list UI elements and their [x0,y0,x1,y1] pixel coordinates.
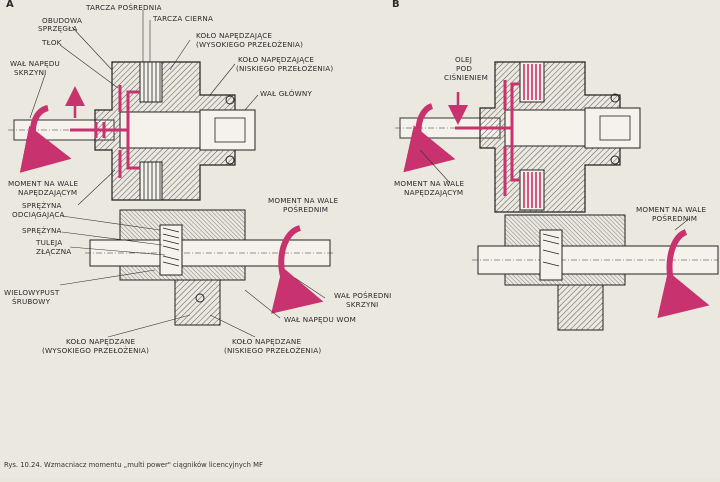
torque-arrow-input-b [403,103,456,173]
label-olej-3: CIŚNIENIEM [444,73,488,82]
label-sprezyna-odc-2: ODCIĄGAJĄCA [12,210,65,219]
label-kolo-ned-nis-1: KOŁO NAPĘDZANE [232,337,301,346]
label-tarcza-posrednia: TARCZA POŚREDNIA [85,3,162,12]
label-olej-1: OLEJ [455,55,472,64]
label-tarcza-cierna: TARCZA CIERNA [152,14,213,23]
label-moment-pos-b-1: MOMENT NA WALE [636,205,706,214]
label-obudowa-2: SPRZĘGŁA [38,24,77,33]
label-kolo-ned-wys-1: KOŁO NAPĘDZANE [66,337,135,346]
main-shaft [199,109,256,151]
label-wielowypust-1: WIELOWYPUST [4,288,60,297]
label-moment-pos-1: MOMENT NA WALE [268,196,338,205]
label-sprezyna-odc-1: SPRĘŻYNA [22,201,62,210]
label-wal-napedu-1: WAŁ NAPĘDU [10,59,60,68]
label-wal-posr-1: WAŁ POŚREDNI [334,291,391,300]
torque-arrow-output-b [657,229,710,319]
label-moment-pos-2: POŚREDNIM [283,205,328,214]
torque-arrow-output [271,225,324,314]
label-tlok: TŁOK [41,38,62,47]
label-tuleja-1: TULEJA [35,238,62,247]
label-wal-wom: WAŁ NAPĘDU WOM [284,315,356,324]
label-kolo-nap-wys-2: (WYSOKIEGO PRZEŁOŻENIA) [196,40,303,49]
label-moment-pos-b-2: POŚREDNIM [652,214,697,223]
label-kolo-ned-nis-2: (NISKIEGO PRZEŁOŻENIA) [224,346,321,355]
label-tuleja-2: ZŁĄCZNA [36,247,71,256]
panel-b: B [392,0,719,331]
panel-a: A [4,0,391,355]
label-kolo-nap-nis-2: (NISKIEGO PRZEŁOŻENIA) [236,64,333,73]
label-moment-nap-2: NAPĘDZAJĄCYM [18,188,77,197]
label-olej-2: POD [456,64,472,73]
label-sprezyna: SPRĘŻYNA [22,226,62,235]
label-kolo-ned-wys-2: (WYSOKIEGO PRZEŁOŻENIA) [42,346,149,355]
label-moment-nap-b-1: MOMENT NA WALE [394,179,464,188]
label-moment-nap-1: MOMENT NA WALE [8,179,78,188]
torque-arrow-input [19,105,72,173]
oil-passages-b [455,80,520,196]
label-wielowypust-2: ŚRUBOWY [12,297,51,306]
panel-label-a: A [6,0,14,10]
disc-pack-lower [139,161,163,201]
label-kolo-nap-wys-1: KOŁO NAPĘDZAJĄCE [196,31,272,40]
label-moment-nap-b-2: NAPĘDZAJĄCYM [404,188,463,197]
label-wal-napedu-2: SKRZYNI [14,68,46,77]
label-obudowa-1: OBUDOWA [42,16,82,25]
label-kolo-nap-nis-1: KOŁO NAPĘDZAJĄCE [238,55,314,64]
disc-pack-upper [139,61,163,103]
panel-label-b: B [392,0,400,10]
oil-passages-a [70,85,140,178]
label-wal-posr-2: SKRZYNI [346,300,378,309]
label-wal-glowny: WAŁ GŁÓWNY [260,89,313,98]
figure-caption: Rys. 10.24. Wzmacniacz momentu „multi po… [4,461,263,469]
